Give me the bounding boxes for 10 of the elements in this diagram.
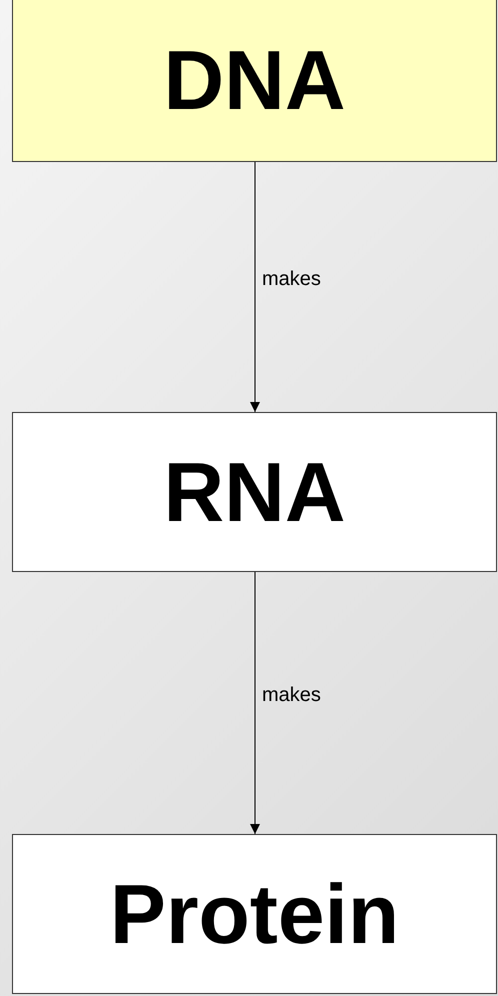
arrow (250, 162, 260, 412)
process-box (12, 412, 497, 572)
arrow (250, 572, 260, 834)
process-box (12, 834, 497, 994)
process-box (12, 0, 497, 162)
node-label: Protein (110, 866, 400, 962)
edge-label: makes (262, 684, 321, 707)
edge-label: makes (262, 268, 321, 291)
node-label: RNA (164, 444, 346, 540)
node-label: DNA (164, 32, 346, 128)
